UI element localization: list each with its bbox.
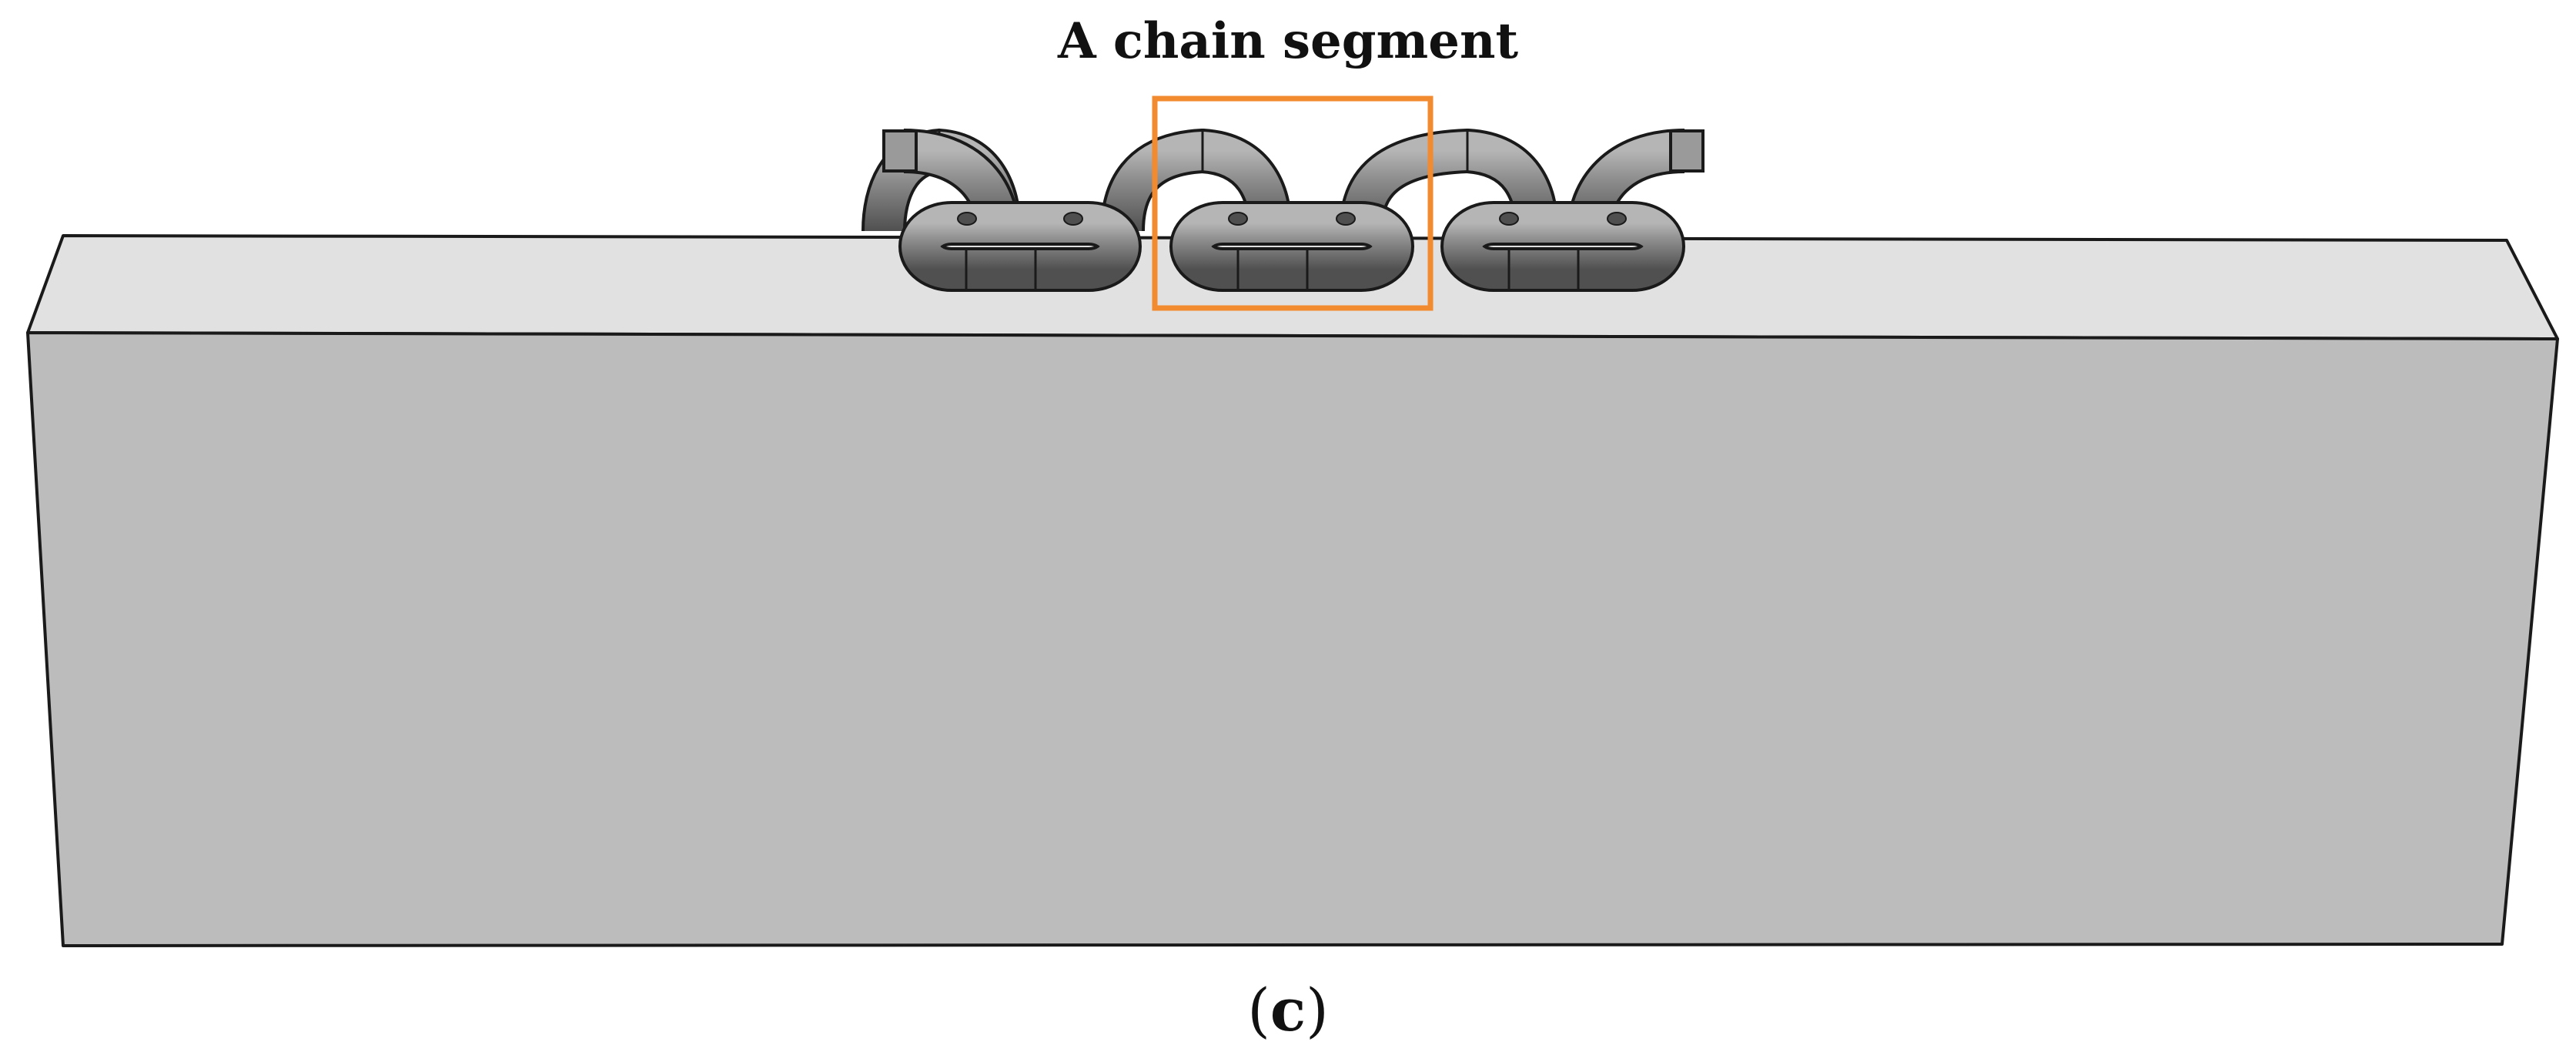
block-front-face — [26, 331, 2559, 947]
chain-right-end-cap — [1669, 129, 1705, 173]
chain-segment-highlight-box — [1152, 95, 1434, 311]
chain-lying-link — [902, 204, 1139, 289]
chain-contact-point — [1228, 212, 1248, 226]
chain-contact-point — [1336, 212, 1356, 226]
figure-title: A chain segment — [1057, 12, 1519, 70]
caption-open-paren: ( — [1247, 976, 1270, 1044]
caption-close-paren: ) — [1306, 976, 1329, 1044]
figure-caption: (c) — [0, 972, 2576, 1049]
chain-contact-point — [1499, 212, 1519, 226]
chain-contact-point — [1607, 212, 1627, 226]
caption-label: c — [1270, 976, 1306, 1044]
chain-lying-link — [1444, 204, 1682, 289]
chain-left-end-cap — [882, 129, 918, 173]
chain-contact-point — [957, 212, 977, 226]
chain-lying-link — [1173, 204, 1411, 289]
chain-contact-point — [1063, 212, 1083, 226]
chain — [861, 128, 1705, 292]
